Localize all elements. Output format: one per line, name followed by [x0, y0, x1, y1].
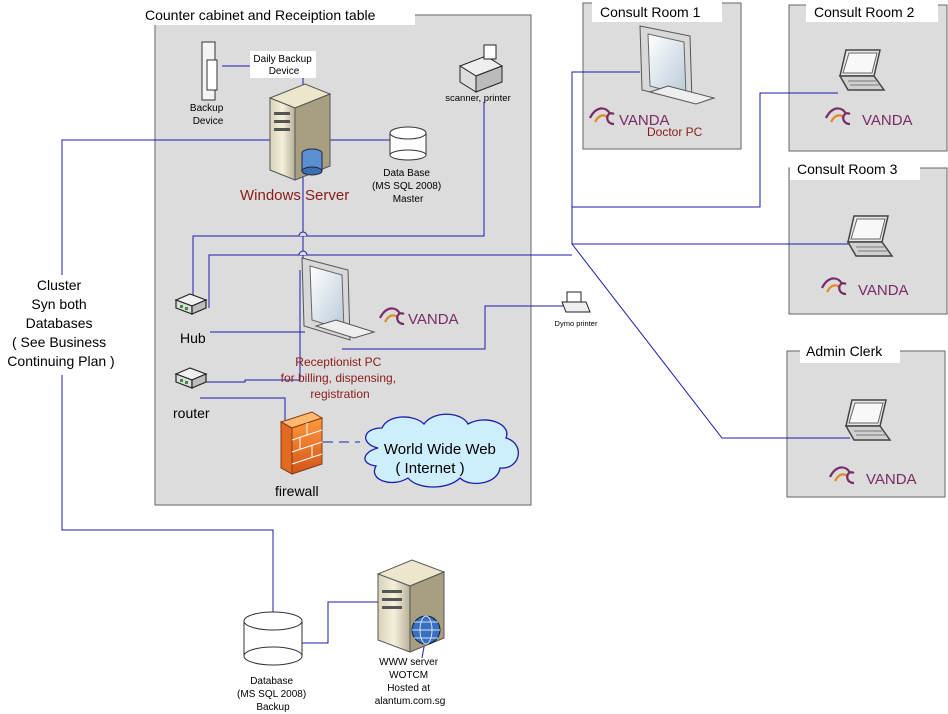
consult-room-1-vanda-logo: VANDA	[588, 107, 670, 129]
dymo-printer-icon	[561, 291, 591, 313]
daily-backup-label: Daily Backup Device	[253, 54, 314, 77]
database-master-icon	[389, 126, 427, 161]
admin-clerk-vanda-logo: VANDA	[828, 466, 917, 488]
database-backup-label: Database (MS SQL 2008) Backup	[237, 676, 309, 713]
consult-room-1-title: Consult Room 1	[600, 4, 701, 20]
consult-room-2-title: Consult Room 2	[814, 4, 915, 20]
hub-label: Hub	[180, 330, 206, 346]
receptionist-vanda-logo: VANDA	[378, 307, 459, 328]
admin-clerk-title: Admin Clerk	[806, 343, 883, 359]
svg-text:VANDA: VANDA	[866, 471, 917, 488]
svg-text:VANDA: VANDA	[858, 282, 909, 299]
doctor-pc-label: Doctor PC	[647, 125, 703, 139]
scanner-printer-icon	[458, 44, 504, 93]
receptionist-pc-label: Receptionist PC for billing, dispensing,…	[281, 355, 400, 401]
consult-room-2-vanda-logo: VANDA	[824, 107, 913, 129]
database-master-label: Data Base (MS SQL 2008) Master	[372, 168, 444, 205]
globe-icon	[411, 615, 441, 645]
consult-room-3-title: Consult Room 3	[797, 161, 898, 177]
database-backup-icon	[243, 611, 303, 666]
receptionist-monitor-icon	[301, 257, 376, 341]
svg-text:VANDA: VANDA	[408, 311, 459, 328]
internet-cloud	[364, 413, 519, 488]
windows-server-label: Windows Server	[240, 187, 349, 204]
network-links	[61, 65, 850, 659]
consult-room-3-vanda-logo: VANDA	[820, 277, 909, 299]
www-server-label: WWW server WOTCM Hosted at alantum.com.s…	[375, 657, 446, 707]
cluster-note: Cluster Syn both Databases ( See Busines…	[7, 277, 114, 369]
firewall-icon	[279, 411, 324, 475]
internet-label: World Wide Web ( Internet )	[384, 441, 500, 477]
router-label: router	[173, 405, 210, 421]
svg-text:VANDA: VANDA	[619, 112, 670, 129]
svg-text:VANDA: VANDA	[862, 112, 913, 129]
backup-device-icon	[201, 41, 218, 101]
firewall-label: firewall	[275, 483, 319, 499]
backup-device-label: Backup Device	[190, 103, 226, 127]
dymo-printer-label: Dymo printer	[555, 319, 598, 328]
windows-server-icon	[268, 83, 332, 181]
doctor-pc-monitor-icon	[639, 25, 716, 105]
counter-panel-title: Counter cabinet and Receiption table	[145, 7, 376, 23]
scanner-printer-label: scanner, printer	[445, 93, 510, 104]
